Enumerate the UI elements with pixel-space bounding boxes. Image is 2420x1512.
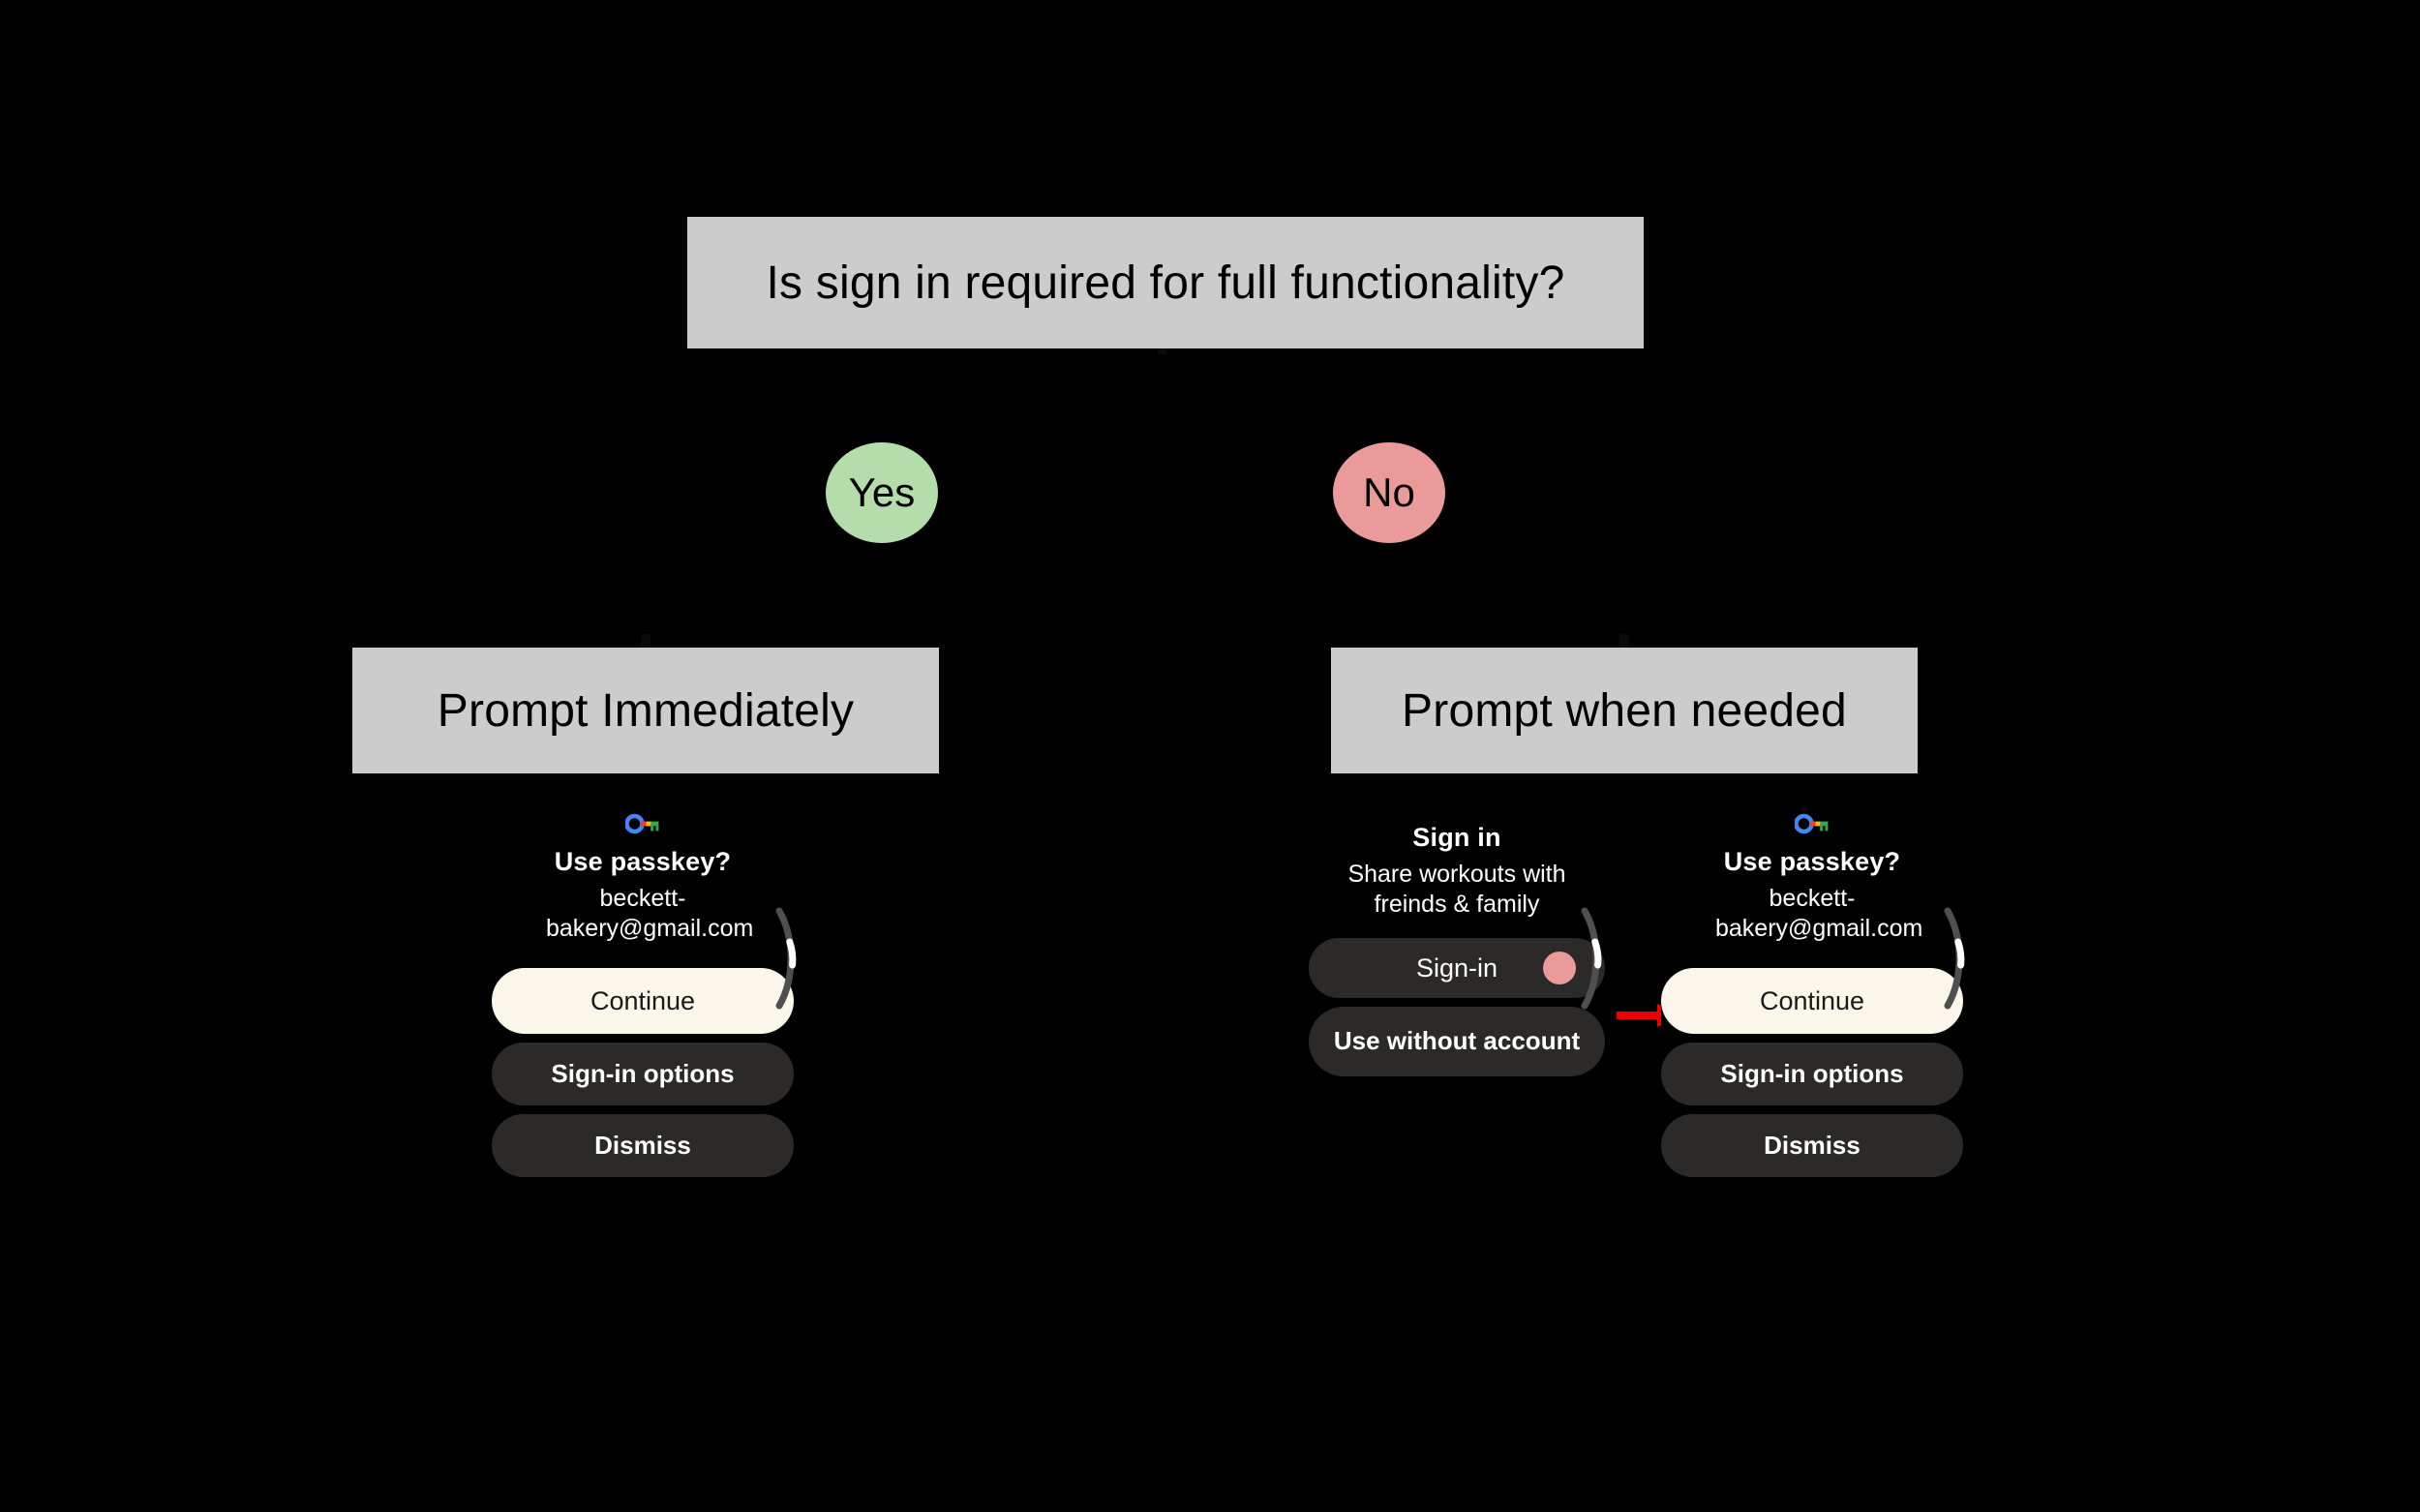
decision-question-box: Is sign in required for full functionali…: [687, 217, 1644, 348]
outcome-box-prompt-immediately: Prompt Immediately: [352, 648, 939, 773]
mockup-left-continue-button[interactable]: Continue: [492, 968, 794, 1035]
mockup-middle-sign-in: Sign in Share workouts with freinds & fa…: [1309, 823, 1605, 1077]
mockup-right-signin-options-button[interactable]: Sign-in options: [1661, 1043, 1963, 1106]
branch-label-yes: Yes: [826, 442, 938, 543]
mockup-right-dismiss-button[interactable]: Dismiss: [1661, 1114, 1963, 1178]
mockup-middle-use-without-account-button[interactable]: Use without account: [1309, 1007, 1605, 1077]
mockup-left-dismiss-button[interactable]: Dismiss: [492, 1114, 794, 1178]
mockup-right-continue-button[interactable]: Continue: [1661, 968, 1963, 1035]
mockup-middle-signin-dot-icon: [1543, 952, 1576, 985]
mockup-right-use-passkey: Use passkey? beckett-bakery@gmail.com Co…: [1661, 813, 1963, 1178]
mockup-middle-signin-button[interactable]: Sign-in: [1309, 938, 1605, 999]
mockup-middle-title: Sign in: [1412, 823, 1501, 852]
mockup-middle-subtitle: Share workouts with freinds & family: [1347, 861, 1566, 918]
mockup-left-account: beckett-bakery@gmail.com: [546, 885, 754, 942]
outcome-box-prompt-when-needed: Prompt when needed: [1331, 648, 1918, 773]
mockup-middle-signin-label: Sign-in: [1415, 953, 1498, 983]
mockup-right-title: Use passkey?: [1723, 847, 1901, 876]
mockup-right-account: beckett-bakery@gmail.com: [1715, 885, 1923, 942]
connector-to-prompt-when-needed: [1619, 634, 1629, 650]
passkey-icon: [1794, 813, 1830, 839]
branch-label-no: No: [1333, 442, 1445, 543]
mockup-left-signin-options-button[interactable]: Sign-in options: [492, 1043, 794, 1106]
mockup-left-use-passkey: Use passkey? beckett-bakery@gmail.com Co…: [492, 813, 794, 1178]
passkey-icon: [624, 813, 660, 839]
connector-to-prompt-immediately: [641, 634, 650, 650]
mockup-left-title: Use passkey?: [554, 847, 732, 876]
